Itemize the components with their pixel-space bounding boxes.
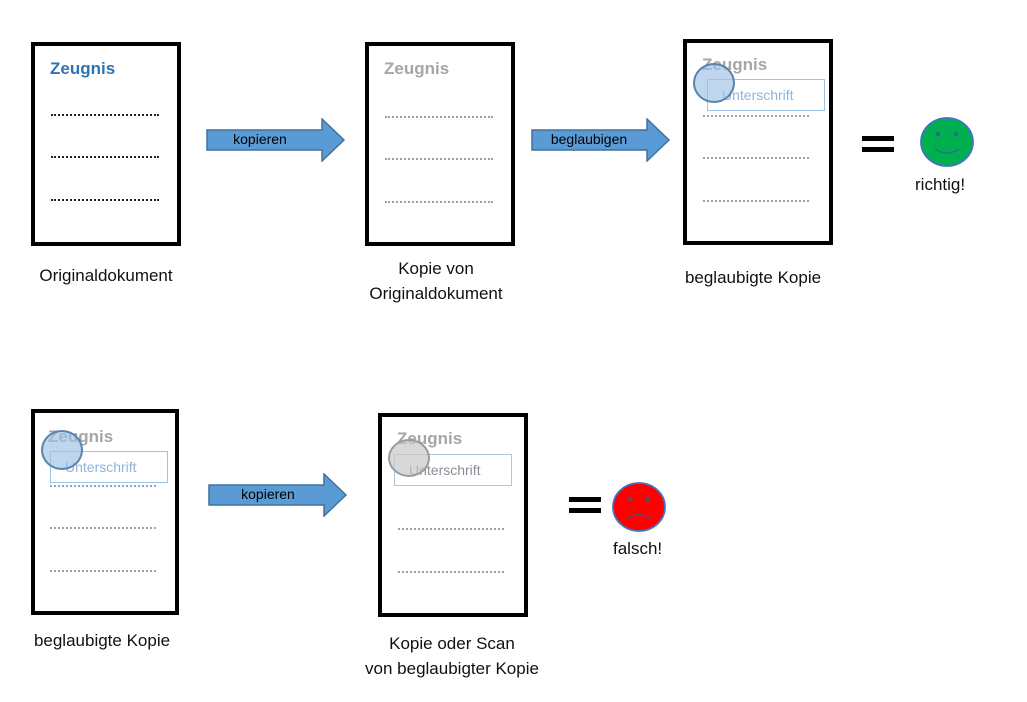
original-dotted-line-2 [51,156,159,158]
certified-dotted-line-3 [703,200,809,202]
original-dotted-line-1 [51,114,159,116]
smiley-sad-icon [612,482,666,532]
smiley-happy-icon [920,117,974,167]
certified-dotted-line-1 [703,115,809,117]
caption-copy-line-2: Originaldokument [369,284,503,303]
caption-certified: beglaubigte Kopie [684,268,822,287]
copy-document-title: Zeugnis [384,59,450,78]
scan-dotted-line-1 [398,528,504,530]
result-correct-label: richtig! [915,175,966,194]
copy-dotted-line-1 [385,116,493,118]
certified-2-dotted-line-3 [50,570,156,572]
arrow-copy-2 [208,473,348,517]
equals-sign-icon [862,136,894,152]
copy-dotted-line-2 [385,158,493,160]
certified-dotted-line-2 [703,157,809,159]
original-dotted-line-3 [51,199,159,201]
original-document: Zeugnis [31,42,181,246]
scan-document: Zeugnis Unterschrift [378,413,528,617]
scan-dotted-line-2 [398,571,504,573]
certified-copy-document-2: Zeugnis Unterschrift [31,409,179,615]
caption-certified-2: beglaubigte Kopie [33,631,171,650]
caption-copy-line-1: Kopie von [398,259,474,278]
arrow-certify-label: beglaubigen [550,131,628,147]
certified-2-stamp-seal-icon [41,430,83,470]
arrow-copy-1 [206,118,346,162]
caption-copy: Kopie von Originaldokument [336,256,536,306]
caption-scan: Kopie oder Scan von beglaubigter Kopie [341,631,563,681]
certified-stamp-seal-icon [693,63,735,103]
caption-original: Originaldokument [39,266,173,285]
scan-stamp-seal-icon [388,439,430,477]
arrow-certify [531,118,671,162]
arrow-copy-2-label: kopieren [241,486,295,502]
original-document-title: Zeugnis [50,59,116,78]
copy-dotted-line-3 [385,201,493,203]
certified-copy-document: Zeugnis Unterschrift [683,39,833,245]
equals-sign-icon-2 [569,497,601,513]
arrow-copy-1-label: kopieren [233,131,287,147]
caption-scan-line-2: von beglaubigter Kopie [365,659,539,678]
caption-scan-line-1: Kopie oder Scan [389,634,515,653]
copy-document: Zeugnis [365,42,515,246]
certified-2-dotted-line-2 [50,527,156,529]
result-wrong-label: falsch! [613,539,663,558]
certified-2-dotted-line-1 [50,485,156,487]
